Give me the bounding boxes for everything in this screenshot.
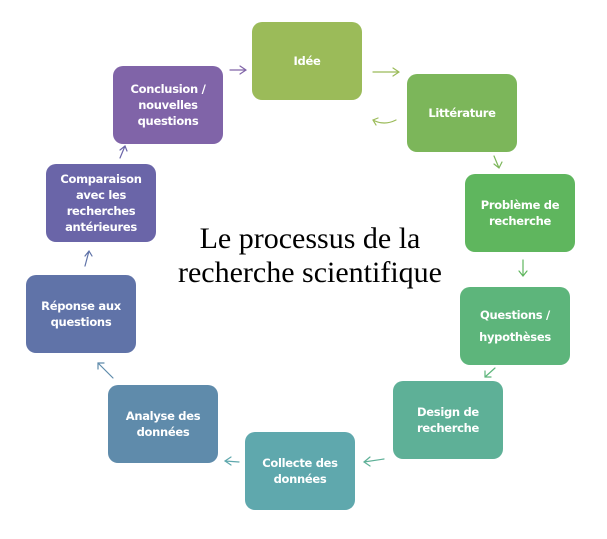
arrow-comparaison-to-conclusion [119,145,128,159]
step-reponse-aux-questions: Réponse aux questions [26,275,136,353]
step-conclusion: Conclusion / nouvelles questions [113,66,223,144]
step-label: Collecte des données [262,456,338,486]
step-design-de-recherche: Design de recherche [393,381,503,459]
arrow-conclusion-to-idee [229,65,248,75]
step-idee: Idée [252,22,362,100]
step-comparaison: Comparaison avec les recherches antérieu… [46,164,156,242]
step-label: Littérature [428,106,496,120]
step-label: Design de recherche [416,405,480,435]
step-label: Idée [293,54,321,68]
step-label: Questions / hypothèses [479,308,551,344]
step-litterature: Littérature [407,74,517,152]
step-label: Comparaison avec les recherches antérieu… [60,172,142,234]
arrow-analyse-to-reponse [97,362,114,379]
step-label: Réponse aux questions [41,299,121,329]
step-label: Analyse des données [125,409,201,439]
diagram-title: Le processus de la recherche scientifiqu… [177,222,442,289]
step-analyse-des-donnees: Analyse des données [108,385,218,463]
arrow-litterature-to-probleme [493,155,503,169]
arrow-collecte-to-analyse [223,456,240,466]
step-label: Conclusion / nouvelles questions [130,82,206,128]
step-probleme-de-recherche: Problème de recherche [465,174,575,252]
step-questions-hypotheses: Questions / hypothèses [460,287,570,365]
step-collecte-des-donnees: Collecte des données [245,432,355,510]
step-label: Problème de recherche [480,198,560,228]
arrow-probleme-to-questions [518,259,528,277]
arrow-design-to-collecte [362,456,385,467]
arrow-idee-to-litterature [372,67,401,77]
arrow-questions-to-design [484,367,496,378]
arrow-reponse-to-comparaison [84,249,93,267]
arrow-litterature-to-idee [372,117,397,126]
